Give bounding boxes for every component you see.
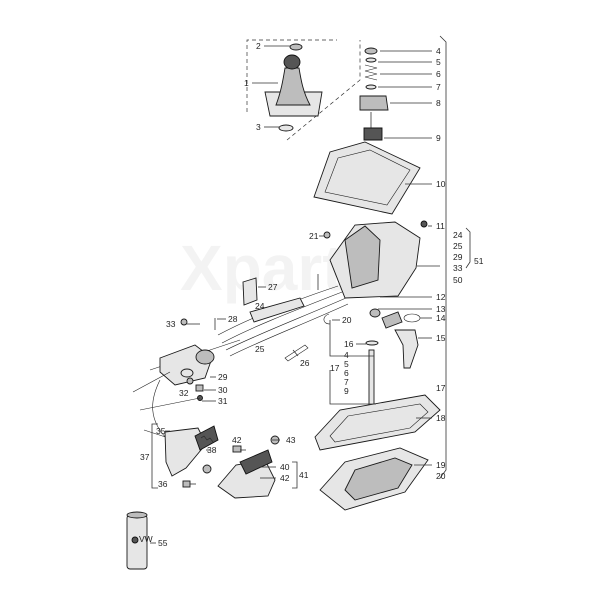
callout-33: 33 — [166, 319, 176, 329]
callout-9b: 9 — [344, 386, 349, 396]
callout-31: 31 — [218, 396, 228, 406]
bracket — [242, 277, 258, 306]
callout-14: 14 — [436, 313, 446, 323]
callout-11: 11 — [436, 221, 445, 231]
callout-9: 9 — [436, 133, 441, 143]
adhesive-tube: VW — [126, 511, 153, 570]
callout-50: 50 — [453, 275, 463, 285]
cover-frame — [314, 394, 441, 451]
callout-29: 29 — [218, 372, 228, 382]
callout-12: 12 — [436, 292, 446, 302]
callout-33-right: 33 — [453, 263, 463, 273]
callout-36: 36 — [158, 479, 168, 489]
clip — [323, 313, 331, 325]
callout-7b: 7 — [344, 377, 349, 387]
callout-20b: 20 — [436, 471, 446, 481]
callout-3: 3 — [256, 122, 261, 132]
callout-37: 37 — [140, 452, 150, 462]
callout-13: 13 — [436, 304, 446, 314]
leader-lines — [150, 45, 440, 544]
callout-10: 10 — [436, 179, 446, 189]
callout-18: 18 — [436, 413, 446, 423]
callout-51: 51 — [474, 256, 484, 266]
callout-8: 8 — [436, 98, 441, 108]
lever-assembly — [369, 308, 421, 369]
shift-spring-stack — [359, 47, 389, 141]
callout-30: 30 — [218, 385, 228, 395]
callout-5: 5 — [436, 57, 441, 67]
callout-32: 32 — [179, 388, 189, 398]
callout-27: 27 — [268, 282, 278, 292]
cable-bracket-right — [217, 435, 280, 499]
callout-55: 55 — [158, 538, 168, 548]
callout-24: 24 — [255, 301, 265, 311]
callout-4b: 4 — [344, 350, 349, 360]
callout-2: 2 — [256, 41, 261, 51]
callout-28: 28 — [228, 314, 238, 324]
callout-labels: 2 1 3 4 5 6 7 8 9 10 11 21 24 25 29 33 5… — [140, 41, 484, 548]
shift-knob-boot — [246, 39, 361, 141]
callout-42a: 42 — [232, 435, 242, 445]
callout-17b: 17 — [436, 383, 446, 393]
callout-5b: 5 — [344, 359, 349, 369]
callout-4: 4 — [436, 46, 441, 56]
callout-21: 21 — [309, 231, 319, 241]
callout-6: 6 — [436, 69, 441, 79]
selector-housing — [323, 220, 428, 299]
callout-43: 43 — [286, 435, 296, 445]
callout-25: 25 — [255, 344, 265, 354]
callout-29-right: 29 — [453, 252, 463, 262]
cable-bracket-left — [164, 425, 219, 488]
callout-40: 40 — [280, 462, 290, 472]
tube-brand-text: VW — [139, 534, 153, 544]
callout-6b: 6 — [344, 368, 349, 378]
cable-tie — [284, 344, 309, 362]
callout-41: 41 — [299, 470, 309, 480]
shift-cables — [217, 285, 349, 357]
callout-26: 26 — [300, 358, 310, 368]
callout-35: 35 — [156, 426, 166, 436]
callout-24-right: 24 — [453, 230, 463, 240]
callout-20: 20 — [342, 315, 352, 325]
callout-42b: 42 — [280, 473, 290, 483]
lever-mount — [132, 318, 241, 446]
callout-25-right: 25 — [453, 241, 463, 251]
gasket-plate — [313, 141, 421, 215]
callout-17a: 17 — [330, 363, 340, 373]
group-brackets — [151, 35, 471, 489]
callout-15: 15 — [436, 333, 446, 343]
console-base — [319, 447, 429, 511]
callout-1: 1 — [244, 78, 249, 88]
callout-16: 16 — [344, 339, 354, 349]
callout-38: 38 — [207, 445, 217, 455]
callout-19: 19 — [436, 460, 446, 470]
callout-7: 7 — [436, 82, 441, 92]
